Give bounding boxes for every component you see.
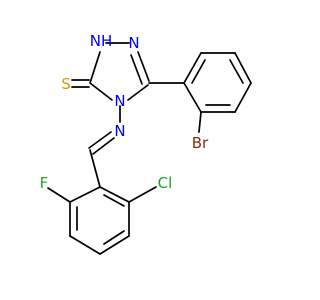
bond-upper-inner-1 [191, 59, 206, 84]
bond-lower-f [47, 187, 71, 203]
bond-upper-inner-2 [229, 59, 244, 84]
bond-nimine-ch [88, 131, 112, 149]
bond-nimine-ch-double [92, 137, 115, 155]
bond-upper-c3-c4 [234, 52, 252, 84]
bond-upper-c6-c1 [183, 82, 202, 113]
atom-nh: NH [90, 32, 113, 50]
bond-c5-n1 [89, 51, 101, 84]
atom-f: F [40, 174, 49, 192]
atom-n-ring: N [114, 92, 125, 110]
atom-n-imine: N [114, 122, 125, 140]
bond-c3-n4 [127, 84, 149, 101]
atom-cl: Cl [158, 174, 173, 192]
atom-br: Br [192, 134, 209, 152]
bond-n2-c3 [137, 51, 150, 82]
molecule-diagram: NH N N N S Br Cl F [39, 32, 252, 255]
atom-s: S [61, 75, 71, 93]
bond-lower-c6-c1 [69, 186, 101, 203]
bond-upper-c1-c2 [183, 52, 202, 84]
bond-lower-c3-c4 [99, 235, 130, 255]
molecule-structure: NH N N N S Br Cl F [40, 32, 252, 255]
bond-upper-c4-c5 [234, 82, 252, 113]
bond-upper-br [198, 111, 202, 133]
atom-n-top-right: N [128, 34, 139, 52]
bond-n4-c5 [89, 82, 113, 101]
bond-lower-cl [128, 186, 157, 203]
bonds [47, 42, 252, 255]
bond-ch-aryl [89, 149, 101, 188]
bond-lower-c4-c5 [69, 235, 101, 255]
bond-lower-inner-1 [103, 194, 125, 207]
bond-lower-inner-2 [103, 230, 125, 245]
bond-n2-c3-double [130, 54, 143, 85]
bond-lower-c1-c2 [99, 186, 130, 203]
atom-labels: NH N N N S Br Cl F [40, 32, 209, 192]
